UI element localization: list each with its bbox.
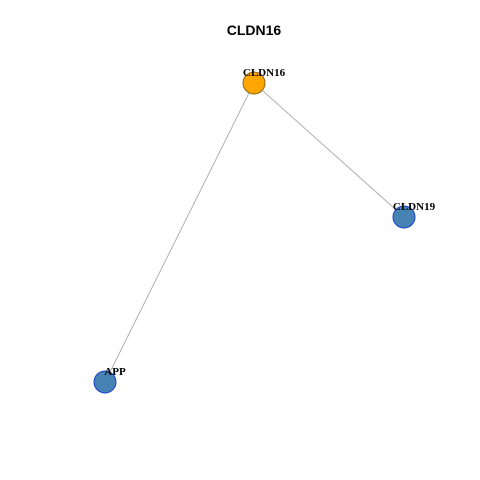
edges-layer bbox=[104, 82, 405, 383]
node-app: APP bbox=[93, 366, 126, 394]
edge-cldn16-cldn19 bbox=[253, 82, 405, 218]
diagram-title: CLDN16 bbox=[227, 22, 282, 38]
node-circle-app bbox=[93, 370, 117, 394]
node-label-cldn16: CLDN16 bbox=[243, 67, 286, 79]
node-label-cldn19: CLDN19 bbox=[393, 201, 436, 213]
edge-cldn16-app bbox=[104, 82, 255, 383]
node-label-app: APP bbox=[104, 366, 126, 378]
node-circle-cldn19 bbox=[392, 205, 416, 229]
node-cldn16: CLDN16 bbox=[242, 67, 286, 95]
node-circle-cldn16 bbox=[242, 71, 266, 95]
node-cldn19: CLDN19 bbox=[392, 201, 436, 229]
